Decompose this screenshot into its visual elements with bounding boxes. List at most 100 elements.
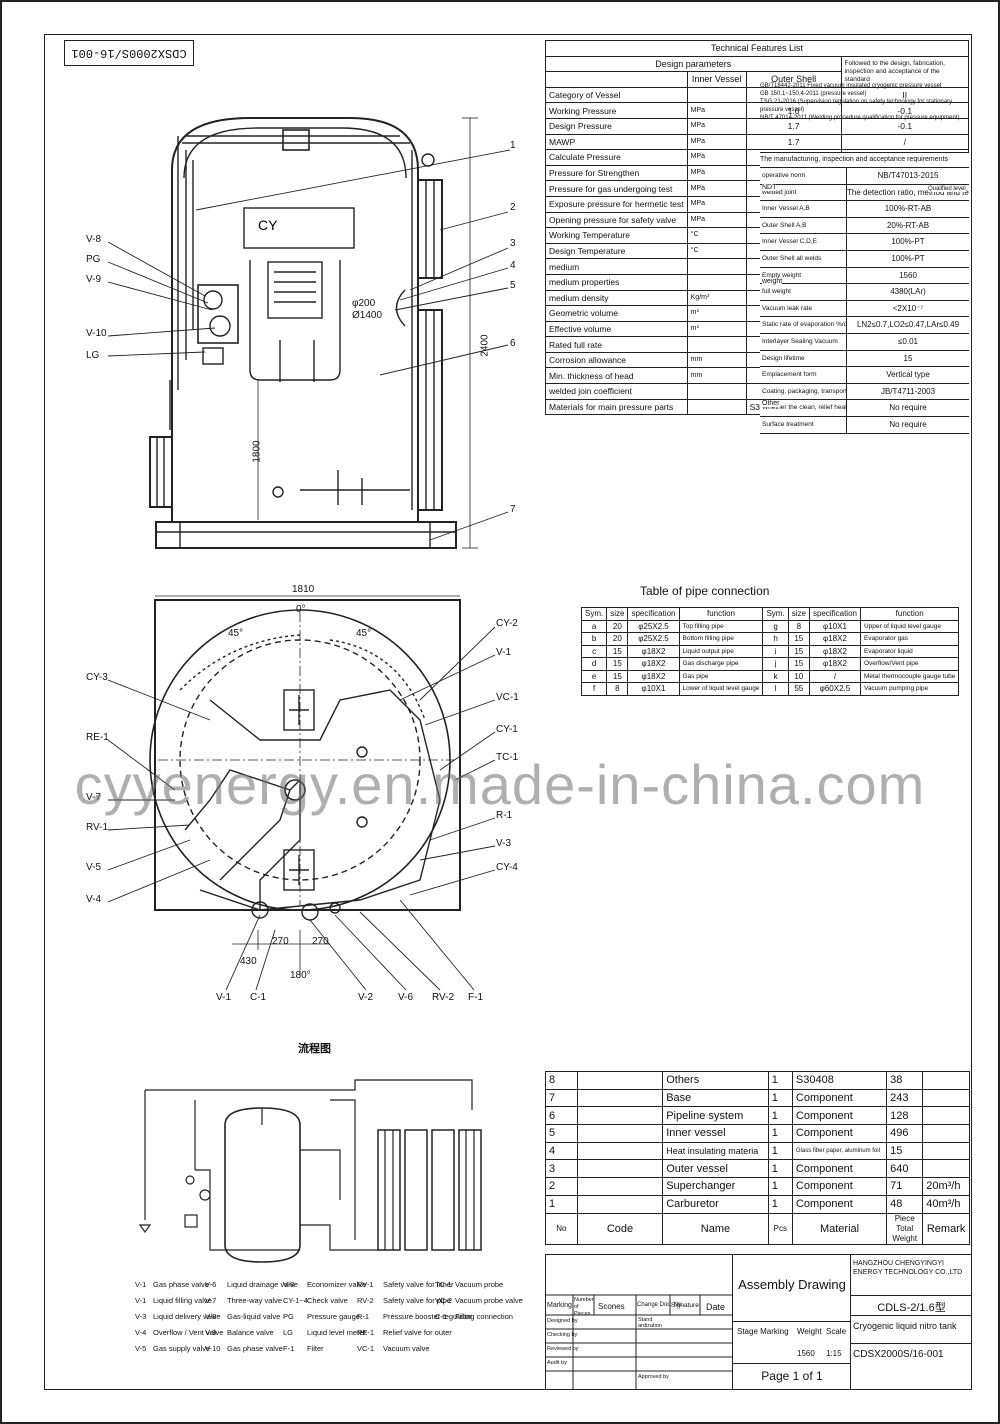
- legend-entry: Balance valve: [227, 1328, 274, 1337]
- tb-signature: Signature: [671, 1302, 699, 1309]
- plan-label-v6: V-6: [398, 992, 414, 1003]
- legend-entry: Economizer valve: [307, 1280, 367, 1289]
- pipe-cell: φ18X2: [627, 657, 680, 671]
- legend-entry: Relief valve for outer: [383, 1328, 452, 1337]
- parts-cell: [922, 1124, 970, 1143]
- pipe-cell: Bottom filling pipe: [678, 632, 764, 646]
- legend-entry: Pressure gauge: [307, 1312, 360, 1321]
- tf-requirement-key: Emplacement form: [760, 367, 847, 383]
- tf-row-unit-cell: m³: [686, 320, 747, 338]
- legend-entry: V-9: [205, 1328, 217, 1337]
- parts-cell: 1: [545, 1194, 578, 1214]
- legend-entry: Filter: [307, 1344, 324, 1353]
- tf-row-unit-cell: °C: [686, 242, 747, 260]
- tf-row-label-cell: Rated full rate: [545, 336, 688, 353]
- tb-change-doc: Change Doc. No.: [637, 1302, 684, 1308]
- plan-label-v1: V-1: [496, 647, 512, 658]
- pipe-cell: 15: [606, 657, 629, 671]
- pipe-cell: Lower of liquid level gauge: [678, 682, 764, 696]
- parts-cell: 1: [767, 1177, 793, 1196]
- legend-entry: Gas-liquid valve: [227, 1312, 281, 1321]
- pipe-cell: Overflow/Vent pipe: [859, 657, 960, 671]
- pipe-cell: h: [762, 632, 789, 646]
- pipe-cell: φ10X1: [627, 682, 680, 696]
- tf-row-label-cell: medium properties: [545, 273, 688, 291]
- standard-line: GB/T18442-2011 Fixed vacuum insulated cr…: [760, 83, 942, 89]
- pipe-cell: 15: [606, 669, 629, 683]
- legend-entry: Check valve: [307, 1296, 348, 1305]
- tf-row-label-cell: Pressure for Strengthen: [545, 164, 688, 182]
- parts-cell: Heat insulating materia: [662, 1141, 769, 1161]
- legend-entry: V-10: [205, 1344, 221, 1353]
- parts-cell: 8: [545, 1071, 578, 1090]
- tf-requirement-value: The detection ratio, method and technica…: [847, 187, 969, 197]
- tf-row-unit-cell: MPa: [686, 133, 747, 151]
- callout-6: 6: [510, 338, 516, 349]
- pipe-cell: φ18X2: [808, 632, 861, 646]
- tb-checking: Checking by: [547, 1332, 578, 1338]
- parts-cell: 4: [545, 1141, 578, 1161]
- tb-marking: Marking: [547, 1302, 572, 1309]
- tf-row-label-cell: Materials for main pressure parts: [545, 398, 688, 416]
- tf-requirement-value: <2X10⁻⁷: [892, 303, 924, 313]
- schematic-title: 流程图: [298, 1043, 331, 1055]
- tf-requirement-row: Vacuum leak rate <2X10⁻⁷: [760, 300, 969, 318]
- legend-entry: Safety valve for inner: [383, 1280, 454, 1289]
- tb-stage-marking: Stage Marking: [737, 1327, 789, 1336]
- nameplate-logo: CY: [258, 217, 278, 233]
- parts-cell: Pipeline system: [662, 1106, 769, 1126]
- parts-cell: [576, 1194, 664, 1214]
- tb-date: Date: [706, 1302, 726, 1312]
- tf-requirement-key: full weight: [760, 284, 847, 300]
- pipe-cell: Vacuum pumping pipe: [859, 682, 960, 696]
- tf-requirement-key: Design lifetime: [760, 350, 847, 367]
- parts-cell: 1: [767, 1106, 793, 1126]
- pipe-cell: φ60X2.5: [808, 682, 861, 696]
- legend-entry: C-1: [435, 1312, 448, 1321]
- tb-scones: Scones: [598, 1302, 625, 1311]
- tf-row-unit-cell: MPa: [686, 211, 747, 229]
- tf-row-unit-cell: [686, 86, 747, 104]
- pipe-cell: 10: [787, 669, 810, 683]
- legend-entry: V-5: [135, 1344, 147, 1353]
- parts-cell: 20m³/h: [922, 1177, 970, 1196]
- tf-row-unit-cell: MPa: [686, 180, 747, 197]
- tf-row-unit-cell: MPa: [686, 102, 747, 119]
- tf-requirements: The manufacturing, inspection and accept…: [760, 152, 969, 434]
- pipe-header-cell: Sym.: [762, 607, 789, 621]
- dim-phi1400: Ø1400: [352, 310, 383, 321]
- parts-cell: [922, 1071, 970, 1090]
- tf-weight-label: weight: [762, 278, 783, 285]
- parts-cell: 1: [767, 1071, 793, 1090]
- parts-cell: S30408: [791, 1071, 888, 1090]
- pipe-cell: a: [580, 619, 608, 633]
- parts-header-cell: Piece Total Weight: [886, 1212, 924, 1245]
- pipe-header-cell: specification: [627, 607, 680, 621]
- parts-header-cell: Name: [662, 1212, 769, 1245]
- tf-qualified-level: Qualified level: [928, 186, 966, 192]
- parts-cell: 243: [886, 1088, 924, 1108]
- pipe-cell: 8: [606, 682, 629, 696]
- tb-product: Cryogenic liquid nitro tank: [853, 1321, 957, 1331]
- tf-requirement-key: welded joint: [760, 184, 847, 201]
- legend-entry: RE-1: [357, 1328, 375, 1337]
- tf-requirement-key: Vacuum leak rate: [760, 300, 847, 317]
- tf-title: Technical Features List: [545, 40, 969, 57]
- tf-requirement-value: 100%-RT-AB: [884, 204, 932, 214]
- tf-requirement-value: 20%-RT-AB: [886, 220, 930, 230]
- tf-row-label-cell: MAWP: [545, 133, 688, 151]
- tf-manufacture-header: The manufacturing, inspection and accept…: [760, 152, 969, 168]
- tf-row-unit-cell: °C: [686, 227, 747, 244]
- plan-label-tc1: TC-1: [496, 752, 519, 763]
- parts-cell: 3: [545, 1159, 578, 1179]
- tb-code: CDSX2000S/16-001: [853, 1349, 944, 1360]
